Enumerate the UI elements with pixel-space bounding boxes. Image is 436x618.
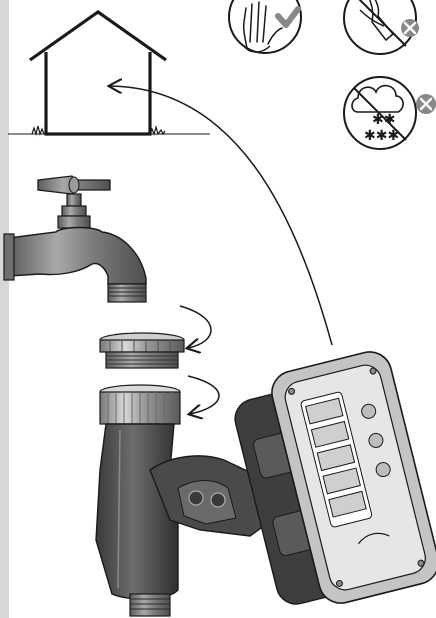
timer-display-lines [304,397,367,518]
thread-adapter [99,332,185,369]
attach-adapter-arrow [179,305,212,348]
no-frost-icon: ✱✱ ✱✱✱ [343,76,436,150]
attach-timer-arrow [188,375,220,414]
faucet [3,175,147,303]
no-tool-icon [343,0,419,55]
svg-text:✱✱✱: ✱✱✱ [364,128,399,144]
timer-control-unit [234,351,436,605]
hand-check-icon [228,0,302,54]
indoor-storage-arrow [110,86,333,346]
page-edge-strip [0,0,9,618]
house-icon [8,10,210,137]
water-timer-valve [95,384,273,617]
